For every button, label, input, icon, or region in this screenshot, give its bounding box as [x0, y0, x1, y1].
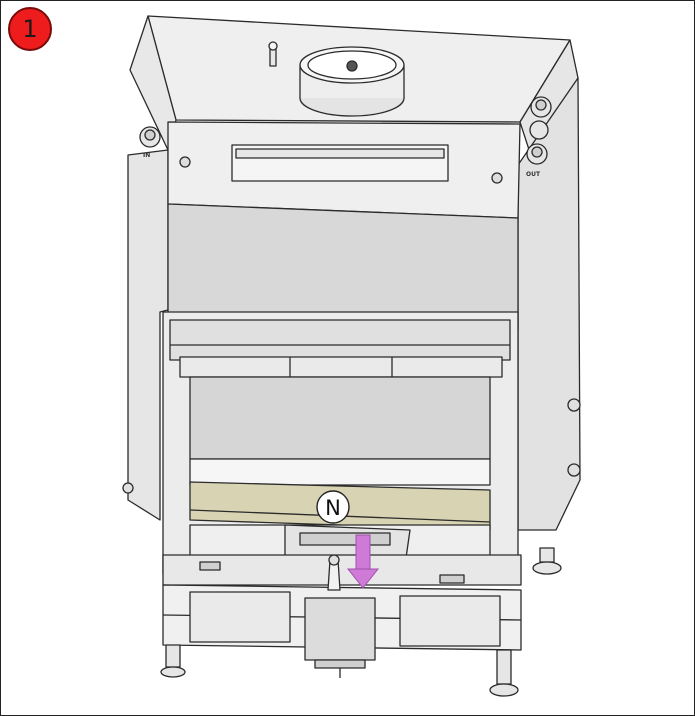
- flue-center-bolt: [346, 60, 358, 72]
- callout-n-label: N: [325, 496, 341, 520]
- step-number: 1: [22, 15, 38, 43]
- top-hood-left-face: [129, 15, 177, 151]
- front-panel: [167, 203, 519, 331]
- in-port-label: IN: [143, 152, 150, 159]
- legs: [160, 547, 562, 697]
- out-port-label: OUT: [526, 171, 541, 178]
- callout-n: N: [316, 490, 350, 524]
- firebox-interior: [189, 376, 491, 460]
- step-number-badge: 1: [8, 7, 52, 51]
- down-arrow: [346, 534, 380, 589]
- left-side-panel: [127, 149, 169, 521]
- center-actuator-housing: [304, 597, 376, 661]
